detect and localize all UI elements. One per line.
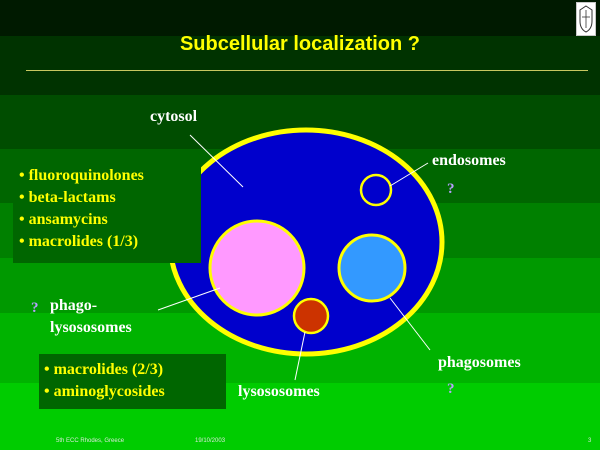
cytosol-drugs-box: • fluoroquinolones • beta-lactams • ansa… [13,160,201,263]
drug-item: • ansamycins [19,211,108,228]
university-crest-icon [576,2,596,36]
footer-conference: 5th ECC Rhodes, Greece [56,438,125,444]
background-band [0,0,600,36]
phagosomes-label: phagosomes [438,354,521,371]
drug-item: • aminoglycosides [44,383,165,400]
drug-item: • macrolides (2/3) [44,361,164,378]
lysosome-leader-line [294,331,306,381]
phagosome-vesicle [337,233,407,303]
phagolysosome-vesicle [208,219,306,317]
cytosol-leader-line [189,134,244,188]
drug-item: • macrolides (1/3) [19,233,139,250]
footer-date: 19/10/2003 [195,438,226,444]
endosome-question-mark: ? [447,181,455,197]
leader-lines [157,134,431,381]
phagosome-question-mark: ? [447,381,455,397]
drug-item: • beta-lactams [19,189,116,206]
phagolysosomes-label-line1: phago- [50,297,98,314]
footer-page-number: 3 [588,438,592,444]
phagolysosomes-label-line2: lysososomes [50,319,132,336]
lysosome-drugs-box: • macrolides (2/3) • aminoglycosides [39,354,226,409]
background-band [0,36,600,95]
lysosomes-label: lysososomes [238,383,320,400]
endosome-vesicle [359,173,393,207]
phagolysosome-question-mark: ? [31,300,39,316]
endosomes-label: endosomes [432,152,506,169]
slide-title: Subcellular localization ? [179,33,421,55]
cytosol-label: cytosol [150,108,198,125]
lysosome-vesicle [292,297,330,335]
title-divider [26,70,588,71]
phagosome-leader-line [389,297,431,351]
phagolysosome-leader-line [157,287,221,311]
endosome-leader-line [389,162,429,187]
drug-item: • fluoroquinolones [19,167,144,184]
